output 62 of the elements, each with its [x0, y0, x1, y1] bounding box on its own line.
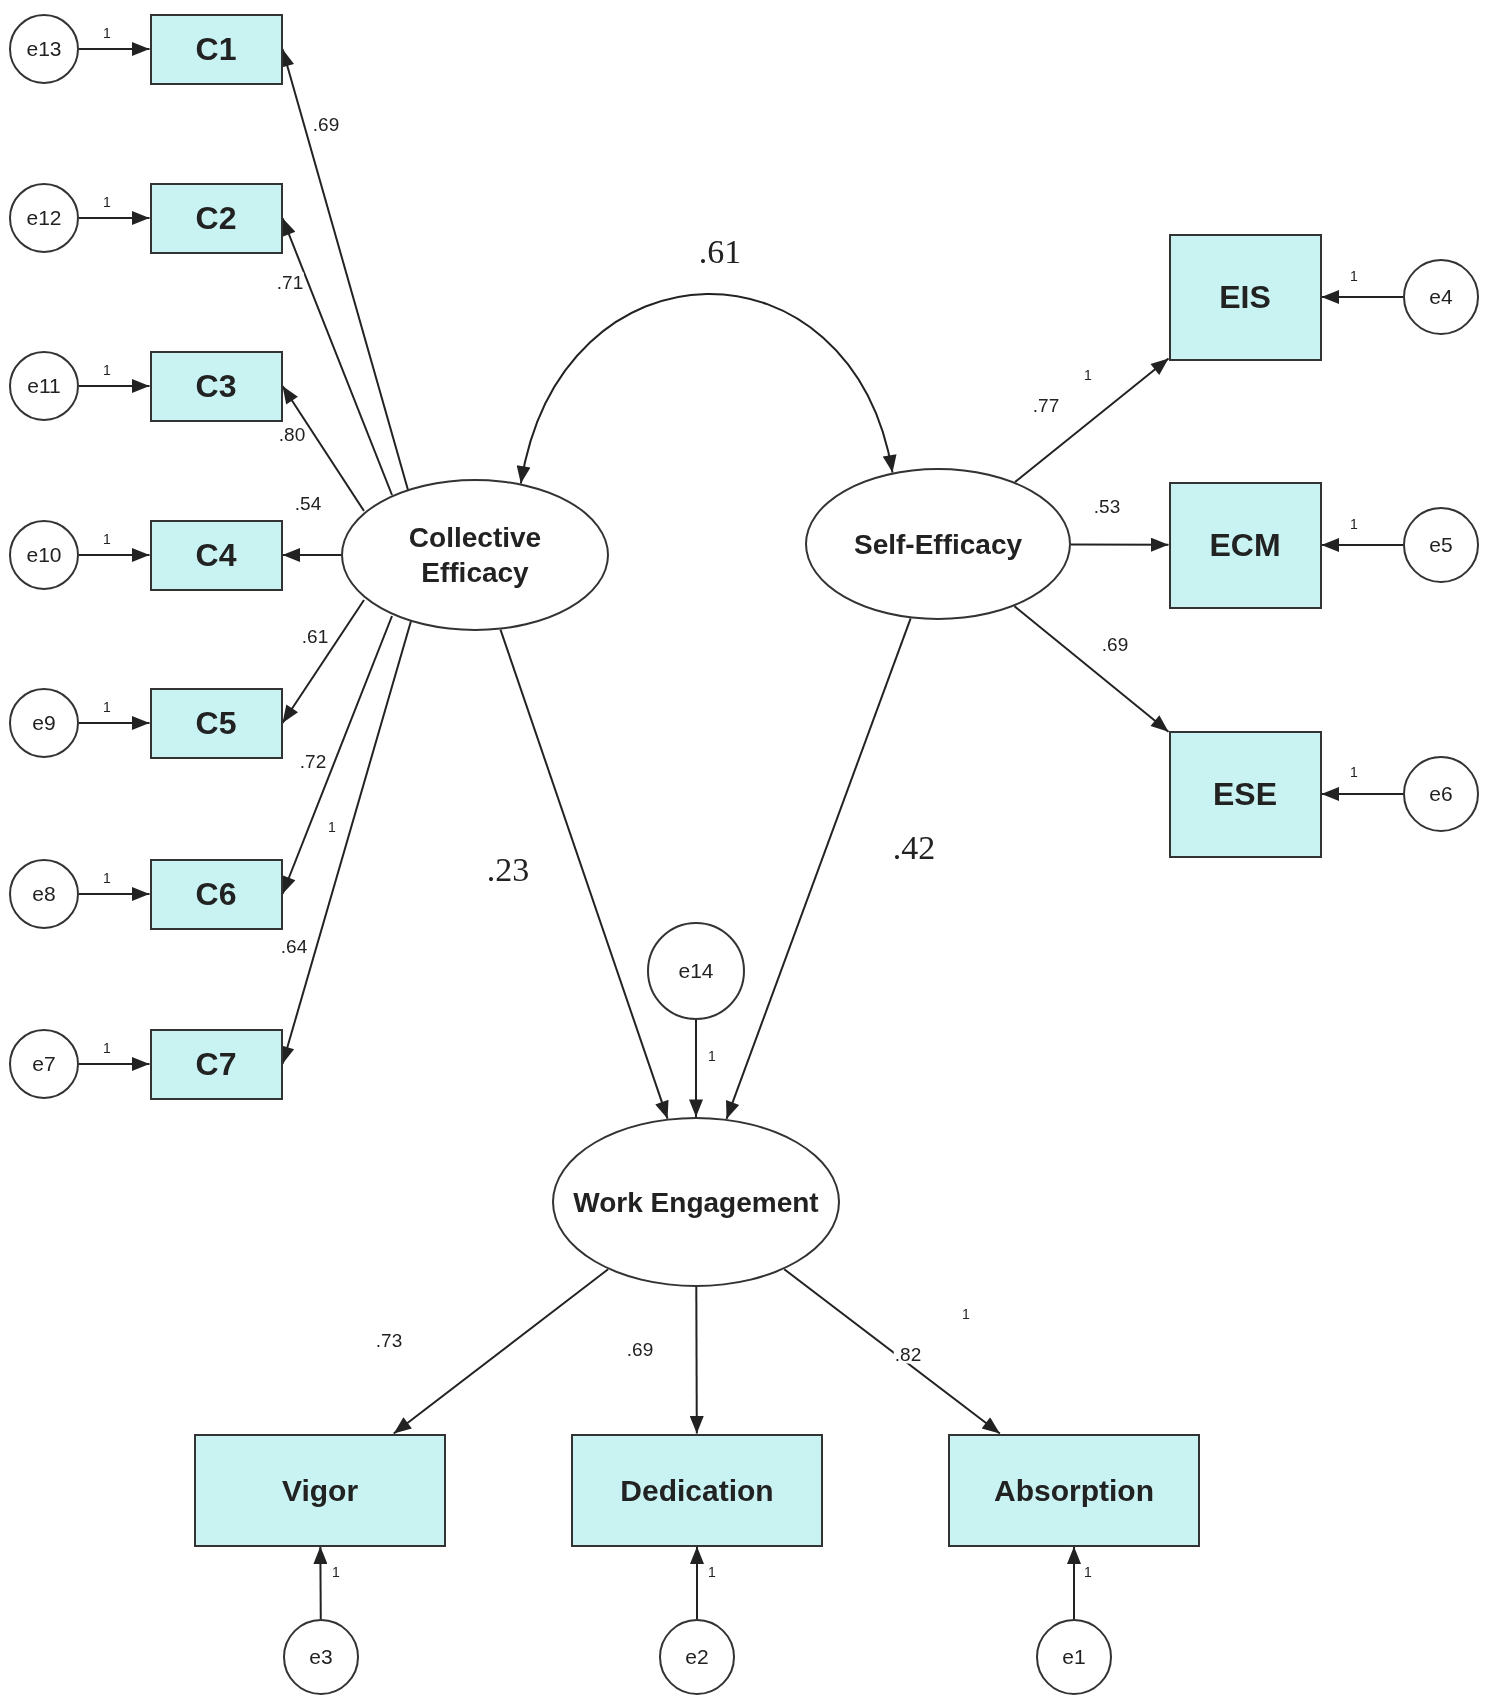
arrow: [1014, 357, 1170, 484]
observed-variable-box: C1: [149, 13, 283, 85]
observed-variable-box: C7: [149, 1028, 283, 1100]
edge-label: 1: [102, 871, 112, 885]
arrow: [689, 1286, 704, 1435]
arrow: [1067, 1545, 1081, 1620]
observed-variable-box: C4: [149, 519, 283, 591]
edge-label: 1: [331, 1565, 341, 1579]
latent-variable-ellipse: Work Engagement: [552, 1117, 840, 1287]
edge-label: 1: [102, 26, 112, 40]
latent-variable-ellipse: Collective Efficacy: [341, 479, 609, 631]
arrow: [281, 615, 393, 895]
observed-variable-box: C5: [149, 687, 283, 759]
arrow: [281, 385, 365, 512]
edge-label: 1: [102, 532, 112, 546]
observed-variable-box: Vigor: [194, 1433, 446, 1547]
latent-variable-ellipse: Self-Efficacy: [805, 468, 1071, 620]
observed-variable-box: ECM: [1168, 481, 1322, 609]
arrow: [78, 548, 151, 562]
arrow: [78, 887, 151, 901]
observed-variable-box: ESE: [1168, 730, 1322, 858]
edge-label: 1: [1349, 765, 1359, 779]
arrow: [78, 211, 151, 225]
arrow: [78, 1057, 151, 1071]
edge-label: 1: [1083, 1565, 1093, 1579]
edge-label: .71: [275, 272, 305, 292]
edge-label: 1: [707, 1049, 717, 1063]
arrow: [392, 1268, 610, 1435]
loading-label: 1: [1084, 368, 1092, 382]
arrow: [281, 217, 393, 496]
loading-label: 1: [962, 1307, 970, 1321]
observed-variable-box: C2: [149, 182, 283, 254]
edge-label: 1: [102, 700, 112, 714]
edge-label: 1: [102, 1041, 112, 1055]
arrow: [689, 1019, 703, 1118]
arrow: [518, 292, 895, 485]
observed-variable-box: C6: [149, 858, 283, 930]
arrow: [78, 42, 151, 56]
arrow: [281, 599, 365, 724]
observed-variable-box: EIS: [1168, 233, 1322, 361]
observed-variable-box: Absorption: [948, 1433, 1200, 1547]
observed-variable-box: C3: [149, 350, 283, 422]
edge-label: 1: [102, 363, 112, 377]
edge-label: 1: [1349, 517, 1359, 531]
edge-label: 1: [1349, 269, 1359, 283]
arrow: [1320, 290, 1404, 304]
arrow: [313, 1545, 328, 1620]
arrow: [783, 1268, 1001, 1435]
arrow: [1070, 537, 1170, 552]
arrow: [1320, 538, 1404, 552]
edge-label: 1: [707, 1565, 717, 1579]
edge-label: 1: [102, 195, 112, 209]
arrow: [1320, 787, 1404, 801]
arrow: [281, 548, 342, 562]
arrow: [78, 379, 151, 393]
arrow: [78, 716, 151, 730]
arrow: [725, 617, 912, 1120]
arrow: [499, 628, 669, 1120]
arrow: [1013, 605, 1170, 733]
observed-variable-box: Dedication: [571, 1433, 823, 1547]
loading-label: 1: [328, 820, 336, 834]
arrow: [690, 1545, 704, 1620]
